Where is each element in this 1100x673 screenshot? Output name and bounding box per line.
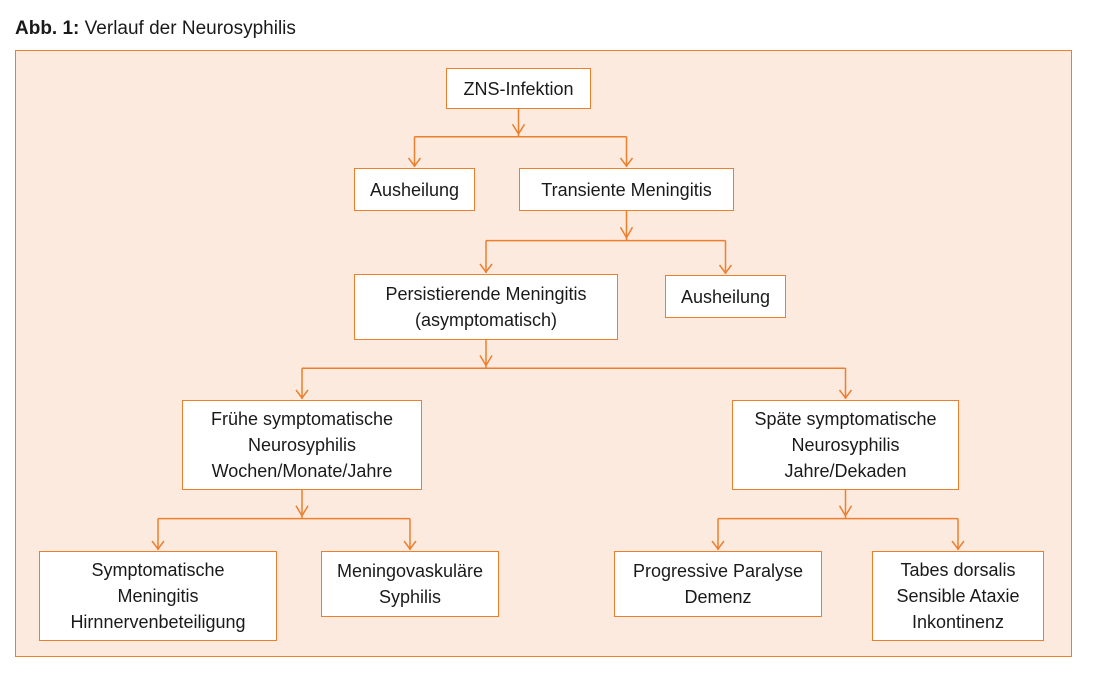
- node-text-line: Wochen/Monate/Jahre: [211, 461, 393, 481]
- node-transiente-meningitis: Transiente Meningitis: [519, 168, 734, 211]
- node-text-line: Späte symptomatische: [754, 409, 937, 429]
- figure-caption: Abb. 1: Verlauf der Neurosyphilis: [15, 18, 296, 40]
- node-persistierende-meningitis: Persistierende Meningitis (asymptomatisch…: [354, 274, 618, 340]
- figure-title: Verlauf der Neurosyphilis: [84, 18, 296, 39]
- node-text-line: Neurosyphilis: [247, 435, 357, 455]
- node-text-line: Transiente Meningitis: [541, 179, 712, 200]
- node-text-line: Meningovaskuläre: [336, 561, 484, 581]
- node-text-line: Frühe symptomatische: [210, 409, 394, 429]
- node-text-line: ZNS-Infektion: [463, 78, 574, 99]
- node-text-line: Jahre/Dekaden: [784, 461, 907, 481]
- node-text-line: Demenz: [684, 587, 752, 607]
- node-text-line: Inkontinenz: [911, 612, 1005, 632]
- node-text-line: Symptomatische: [91, 560, 225, 580]
- node-text-line: Sensible Ataxie: [896, 586, 1020, 606]
- figure-label: Abb. 1:: [15, 18, 80, 39]
- node-text-line: Progressive Paralyse: [632, 561, 804, 581]
- node-text-line: Persistierende Meningitis: [385, 284, 587, 304]
- node-ausheilung-2: Ausheilung: [665, 275, 786, 318]
- node-text-line: Meningitis: [117, 586, 199, 606]
- node-ausheilung-1: Ausheilung: [354, 168, 475, 211]
- node-text-line: Ausheilung: [369, 179, 460, 200]
- node-zns-infektion: ZNS-Infektion: [446, 68, 591, 109]
- node-text-line: Tabes dorsalis: [900, 560, 1016, 580]
- node-text-line: Ausheilung: [680, 286, 771, 307]
- node-text-line: Syphilis: [378, 587, 442, 607]
- node-text-line: Hirnnervenbeteiligung: [70, 612, 246, 632]
- node-text-line: (asymptomatisch): [414, 310, 558, 330]
- node-text-line: Neurosyphilis: [791, 435, 900, 455]
